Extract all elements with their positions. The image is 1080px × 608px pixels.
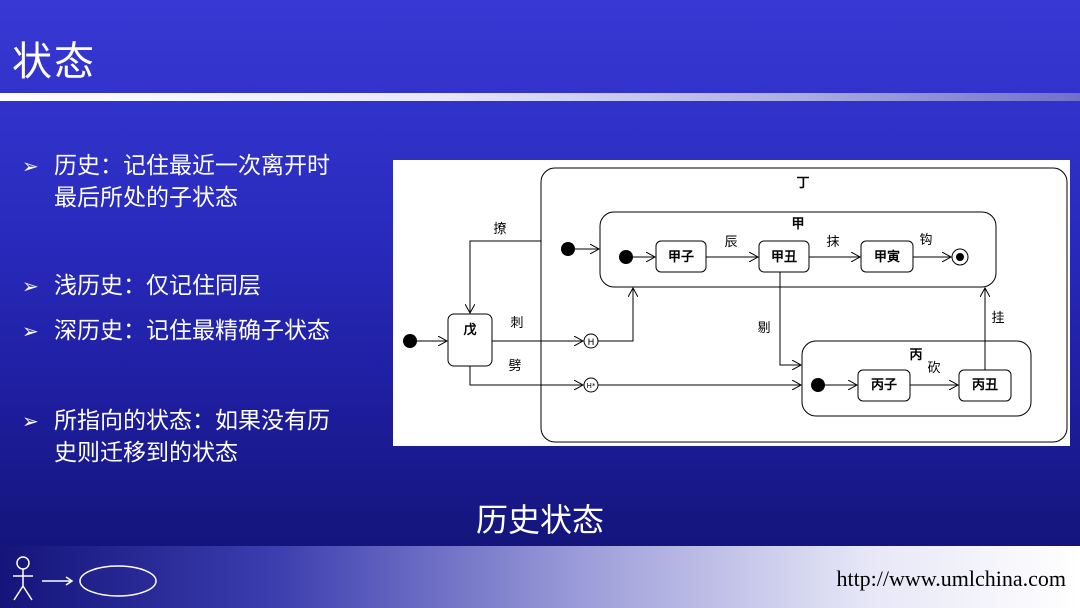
bullet-text-line: 深历史：记住最精确子状态: [54, 318, 330, 344]
transition-label: 挂: [991, 311, 1004, 326]
bullet-text-line: 浅历史：仅记住同层: [54, 273, 261, 299]
footer-url: http://www.umlchina.com: [836, 566, 1066, 591]
composite-ding-label: 丁: [796, 176, 809, 191]
transition-arrow: [598, 288, 633, 342]
bullet-text-line: 最后所处的子状态: [54, 185, 238, 211]
bullet-arrow-icon: ➢: [22, 154, 39, 178]
initial-node: [811, 378, 825, 392]
bullet-text-line: 所指向的状态：如果没有历: [54, 408, 330, 434]
transition-label: 剔: [757, 321, 770, 336]
final-state-dot: [956, 253, 964, 261]
transition-arrow: [779, 272, 801, 365]
bullet-text-line: 史则迁移到的状态: [54, 440, 238, 466]
transition-label: 抹: [826, 235, 839, 250]
shallow-history-label: H: [588, 338, 595, 348]
state-bingchou-label: 丙丑: [972, 378, 998, 393]
bullet-item-history: ➢ 历史：记住最近一次离开时 最后所处的子状态: [22, 150, 392, 214]
bullet-arrow-icon: ➢: [22, 319, 39, 343]
deep-history-label: H*: [587, 382, 596, 390]
state-bingzi-label: 丙子: [871, 378, 897, 393]
bullet-arrow-icon: ➢: [22, 274, 39, 298]
transition-label: 辰: [724, 235, 737, 250]
transition-label: 劈: [508, 358, 521, 374]
transition-arrow: [470, 240, 541, 313]
state-jiazi-label: 甲子: [668, 250, 694, 265]
actor-usecase-logo-icon: [13, 556, 157, 601]
footer-bar: [0, 546, 1080, 608]
transition-label: 撩: [493, 221, 506, 237]
transition-label: 刺: [510, 316, 523, 331]
bullet-text-line: 历史：记住最近一次离开时: [54, 153, 330, 179]
bullet-item-target-state: ➢ 所指向的状态：如果没有历 史则迁移到的状态: [22, 405, 392, 469]
state-wu: [447, 313, 493, 367]
bullet-item-shallow-history: ➢ 浅历史：仅记住同层: [22, 270, 392, 302]
composite-jia-label: 甲: [791, 217, 804, 232]
slide-title: 状态: [12, 39, 96, 85]
state-diagram: 丁 甲 丙 戊 甲子 甲丑 甲寅 丙子 丙丑 H H*: [403, 167, 1068, 443]
bullet-item-deep-history: ➢ 深历史：记住最精确子状态: [22, 315, 392, 347]
slide-caption: 历史状态: [475, 501, 604, 539]
bullet-arrow-icon: ➢: [22, 409, 39, 433]
state-diagram-panel: 丁 甲 丙 戊 甲子 甲丑 甲寅 丙子 丙丑 H H*: [393, 160, 1070, 446]
transition-label: 钩: [919, 233, 932, 248]
state-jiachou-label: 甲丑: [771, 250, 797, 265]
state-jiayin-label: 甲寅: [874, 249, 900, 265]
composite-bing-label: 丙: [909, 348, 922, 363]
title-divider: [0, 93, 1080, 101]
transition-arrow: [469, 366, 583, 385]
transition-label: 砍: [927, 361, 940, 376]
state-wu-label: 戊: [462, 322, 476, 338]
initial-node: [403, 334, 417, 348]
initial-node: [619, 250, 633, 264]
initial-node: [561, 242, 575, 256]
